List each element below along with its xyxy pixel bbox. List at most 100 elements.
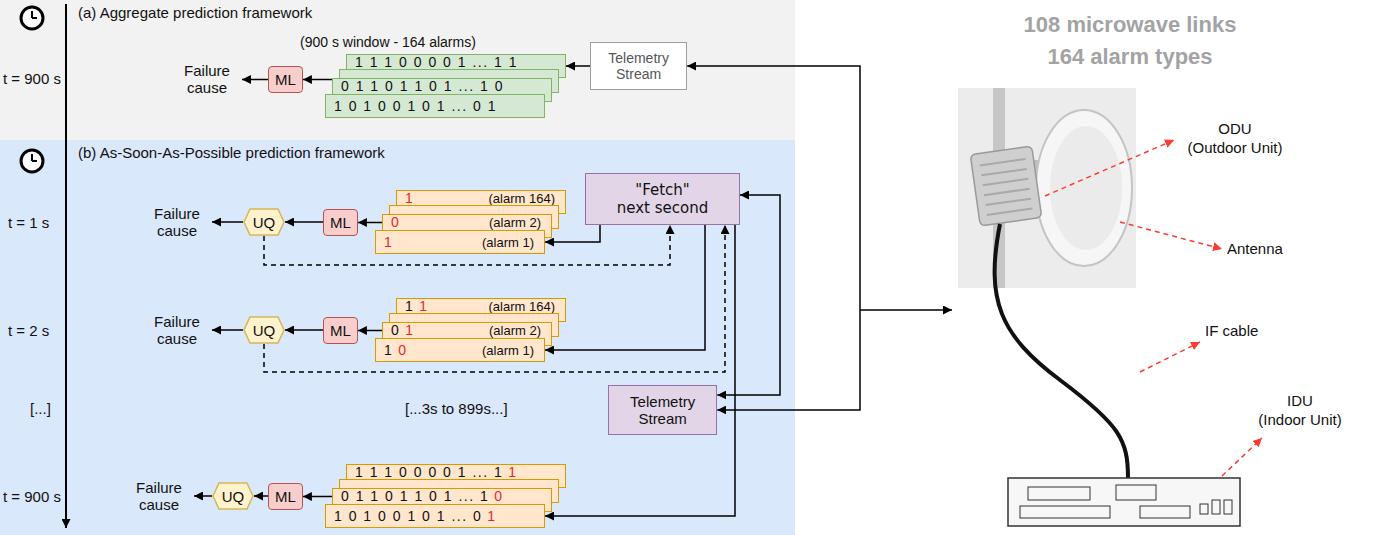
uq-hexagon: UQ bbox=[243, 208, 285, 236]
antenna-radome bbox=[1050, 126, 1122, 250]
idu-port bbox=[1200, 504, 1208, 514]
framework-band: (b) As-Soon-As-Possible prediction frame… bbox=[0, 140, 795, 535]
clock-face bbox=[21, 7, 43, 29]
output-arrow bbox=[212, 329, 243, 331]
idu-port bbox=[1224, 500, 1232, 514]
node-text: ML bbox=[330, 322, 351, 339]
node-text: 1 bbox=[508, 465, 517, 480]
odu-fin bbox=[985, 199, 1031, 205]
time-label: t = 900 s bbox=[3, 488, 61, 505]
node-text: 0 bbox=[391, 323, 400, 338]
alarm-vector: 1(alarm 1) bbox=[375, 230, 545, 254]
output-arrow bbox=[212, 221, 243, 223]
dataset-heading: 164 alarm types bbox=[1000, 44, 1260, 70]
node-text: 1 1 1 0 0 0 0 1 ... 1 bbox=[355, 465, 503, 480]
telemetry-box: Telemetry Stream bbox=[608, 385, 717, 435]
part-label: ODU bbox=[1180, 120, 1290, 137]
odu-fin bbox=[983, 179, 1029, 185]
node-text: Telemetry Stream bbox=[596, 50, 681, 82]
output-arrow bbox=[242, 79, 268, 81]
idu-slot bbox=[1116, 485, 1156, 500]
idu-chassis bbox=[1008, 478, 1240, 526]
node-text: 0 bbox=[494, 489, 503, 504]
node-text: 1 bbox=[384, 235, 393, 250]
node-text: UQ bbox=[253, 322, 276, 339]
idu-slot bbox=[1020, 506, 1110, 518]
odu-fin bbox=[980, 159, 1026, 165]
node-text: 0 1 1 0 1 1 0 1 ... 1 bbox=[341, 489, 489, 504]
node-text: (a) Aggregate prediction framework bbox=[78, 4, 312, 21]
ml-model-box: ML bbox=[268, 483, 303, 510]
flow-connector bbox=[285, 221, 323, 223]
node-text: "Fetch" next second bbox=[617, 181, 709, 217]
part-label: (Outdoor Unit) bbox=[1180, 139, 1290, 156]
flow-connector bbox=[358, 330, 382, 332]
part-label: (Indoor Unit) bbox=[1245, 411, 1355, 428]
leader-line bbox=[1140, 342, 1200, 372]
node-text: 1 0 1 0 0 1 0 1 ... 0 bbox=[334, 509, 482, 524]
ellipsis-label: [...3s to 899s...] bbox=[405, 400, 508, 417]
leader-line bbox=[1222, 438, 1262, 476]
uq-hexagon: UQ bbox=[212, 482, 254, 510]
odu-fin bbox=[987, 209, 1033, 215]
node-text: 1 bbox=[405, 299, 414, 314]
band-fill bbox=[0, 140, 795, 535]
ml-model-box: ML bbox=[323, 317, 358, 344]
flow-connector bbox=[566, 65, 590, 67]
dataset-heading: 108 microwave links bbox=[1000, 12, 1260, 38]
flow-connector bbox=[545, 225, 705, 350]
if-cable bbox=[995, 224, 1128, 478]
node-text: 1 bbox=[405, 191, 414, 206]
hexagon-shape bbox=[213, 483, 253, 509]
clock-icon bbox=[21, 7, 43, 29]
node-text: (alarm 2) bbox=[489, 215, 541, 230]
node-text: 1 bbox=[487, 509, 496, 524]
flow-connector bbox=[687, 66, 860, 410]
flow-connector bbox=[285, 329, 323, 331]
ellipsis-label: [...] bbox=[30, 400, 51, 417]
time-label: t = 900 s bbox=[3, 70, 61, 87]
leader-line bbox=[1120, 222, 1222, 249]
idu-unit bbox=[1008, 478, 1240, 526]
timeline-axis bbox=[65, 4, 67, 528]
hexagon-shape bbox=[244, 209, 284, 235]
node-text: 1 1 1 0 0 0 0 1 ... 1 1 bbox=[355, 55, 518, 70]
flow-connector bbox=[303, 79, 332, 81]
alarm-vector: 1 0 1 0 0 1 0 1 ... 0 1 bbox=[325, 504, 545, 528]
antenna-dish bbox=[1036, 110, 1132, 266]
node-text: 1 bbox=[419, 299, 428, 314]
node-text: 0 1 1 0 1 1 0 1 ... 1 0 bbox=[341, 79, 504, 94]
link-arrow bbox=[860, 309, 952, 311]
output-arrow bbox=[194, 495, 212, 497]
node-text: 0 bbox=[398, 343, 407, 358]
flow-connector bbox=[303, 496, 332, 498]
photo-background bbox=[958, 88, 1136, 288]
node-text: 1 0 1 0 0 1 0 1 ... 0 1 bbox=[334, 99, 497, 114]
node-text: ML bbox=[275, 71, 296, 88]
node-text: ML bbox=[275, 488, 296, 505]
clock-icon bbox=[21, 150, 43, 172]
feedback-connector bbox=[264, 225, 725, 372]
telemetry-box: Telemetry Stream bbox=[590, 42, 687, 90]
leader-line bbox=[1045, 140, 1174, 196]
part-label: IF cable bbox=[1205, 322, 1258, 339]
clock-face bbox=[21, 150, 43, 172]
part-label: Antenna bbox=[1227, 240, 1283, 257]
time-label: t = 2 s bbox=[8, 322, 49, 339]
clock-hand bbox=[31, 11, 33, 18]
ml-model-box: ML bbox=[268, 66, 303, 93]
clock-hand bbox=[32, 17, 37, 19]
framework-band: (a) Aggregate prediction frameworkML 1 1 … bbox=[0, 0, 795, 140]
node-text: Telemetry Stream bbox=[617, 393, 708, 427]
output-label: Failure cause bbox=[176, 62, 238, 96]
time-label: t = 1 s bbox=[8, 214, 49, 231]
ml-model-box: ML bbox=[323, 209, 358, 236]
odu-unit bbox=[970, 146, 1041, 226]
uq-hexagon: UQ bbox=[243, 316, 285, 344]
flow-connector bbox=[717, 195, 780, 395]
node-text: (b) As-Soon-As-Possible prediction frame… bbox=[78, 144, 385, 161]
fetch-box: "Fetch" next second bbox=[585, 173, 740, 225]
node-text: UQ bbox=[253, 214, 276, 231]
flow-connector bbox=[545, 225, 735, 516]
